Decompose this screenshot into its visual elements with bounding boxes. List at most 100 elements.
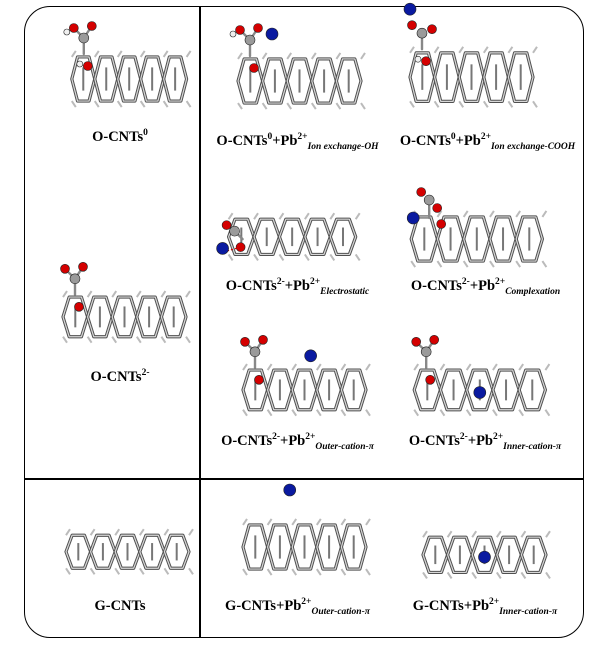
hydrogen-stub (111, 290, 118, 298)
hydrogen-stub (365, 363, 371, 371)
molecule-o-inner-cation-pi (411, 334, 551, 417)
hydrogen-stub (242, 409, 248, 417)
carbon-atom (78, 32, 90, 44)
label-plus: + (272, 133, 281, 149)
label-mechanism: Ion exchange-COOH (490, 142, 576, 152)
nanotube (227, 212, 361, 261)
label-ion: Pb (463, 133, 481, 149)
hydrogen-stub (261, 102, 268, 110)
row-divider (24, 478, 584, 480)
nanotube (408, 46, 538, 108)
oxygen-atom (221, 220, 232, 230)
hexagon-ring (163, 56, 188, 102)
oxygen-atom (60, 263, 70, 274)
hydrogen-stub (458, 100, 465, 108)
nanotube (64, 528, 194, 575)
hydrogen-stub (458, 46, 465, 54)
hydrogen-stub (162, 100, 169, 108)
label-o-inner-cation-pi: O-CNTs2-+Pb2+Inner-cation-π (390, 432, 580, 452)
molecule-complexation (406, 187, 548, 268)
hydrogen-stub (291, 363, 298, 371)
hydrogen-stub (492, 363, 498, 371)
hydrogen-stub (93, 100, 100, 108)
oxygen-atom (254, 374, 264, 385)
lead-ion (265, 27, 279, 41)
hydrogen-stub (515, 210, 521, 218)
oxygen-atom (235, 242, 246, 252)
label-base: O-CNTs (90, 369, 142, 385)
hydrogen-stub (89, 528, 96, 536)
label-plus: + (469, 278, 479, 294)
label-charge: 2- (272, 432, 281, 442)
hydrogen-stub (471, 530, 478, 538)
hydrogen-stub (436, 210, 443, 218)
hydrogen-stub (266, 568, 273, 576)
hydrogen-stub (518, 363, 524, 371)
label-charge: 0 (267, 132, 273, 142)
hydrogen-stub (65, 528, 71, 536)
label-base: O-CNTs (92, 129, 144, 145)
label-g-inner-cation-pi: G-CNTs+Pb2+Inner-cation-π (390, 597, 580, 617)
hydrogen-stub (160, 290, 167, 298)
carbon-atom (420, 346, 432, 358)
oxygen-atom (78, 261, 88, 272)
hydrogen-stub (185, 50, 192, 58)
hydrogen-stub (139, 50, 146, 58)
label-base: G-CNTs (412, 598, 464, 614)
hydrogen-stub (335, 102, 342, 110)
hexagon-ring (163, 534, 190, 569)
label-base: G-CNTs (94, 598, 146, 614)
molecule-ion-exchange-oh (229, 23, 366, 110)
label-base: O-CNTs (221, 433, 273, 449)
lead-ion (304, 349, 317, 363)
label-o-cnts-2minus: O-CNTs2- (60, 368, 180, 386)
hydrogen-stub (266, 518, 273, 526)
hydrogen-stub (541, 260, 548, 268)
hexagon-ring (329, 218, 357, 256)
hydrogen-stub (304, 212, 310, 220)
molecule-g-inner-cation-pi (421, 530, 551, 579)
hydrogen-stub (242, 568, 248, 576)
hydrogen-stub (413, 409, 420, 417)
hydrogen-stub (439, 409, 446, 417)
hydrogen-stub (315, 568, 322, 576)
hydrogen-stub (340, 409, 347, 417)
label-g-cnts: G-CNTs (60, 598, 180, 615)
hydrogen-stub (433, 100, 440, 108)
label-ion-exchange-oh: O-CNTs0+Pb2+Ion exchange-OH (205, 132, 390, 152)
hydrogen-stub (507, 100, 514, 108)
hydrogen-stub (62, 336, 68, 344)
hydrogen-stub (310, 102, 317, 110)
hydrogen-stub (422, 530, 428, 538)
molecule-ion-exchange-cooh (403, 2, 538, 108)
oxygen-atom (427, 24, 437, 35)
hexagon-ring (507, 52, 534, 102)
label-plus: + (284, 278, 294, 294)
hydrogen-stub (135, 290, 142, 298)
oxygen-atom (253, 23, 263, 33)
hydrogen-stub (291, 409, 298, 417)
hydrogen-stub (185, 100, 192, 108)
hydrogen-stub (489, 210, 495, 218)
nanotube (61, 290, 191, 344)
hydrogen-stub (462, 260, 469, 268)
hydrogen-stub (365, 568, 371, 576)
hexagon-ring (520, 536, 547, 574)
carbon-atom (416, 27, 428, 39)
label-base: O-CNTs (216, 133, 268, 149)
oxygen-atom (249, 63, 259, 73)
oxygen-atom (258, 334, 268, 345)
molecule-electrostatic (216, 212, 361, 261)
hydrogen-stub (354, 253, 361, 261)
hydrogen-stub (335, 52, 342, 60)
label-plus: + (467, 433, 477, 449)
label-electrostatic: O-CNTs2-+Pb2+Electrostatic (205, 277, 390, 297)
hydrogen-stub (544, 409, 551, 417)
hydrogen-stub (65, 567, 71, 575)
label-plus: + (276, 598, 285, 614)
hydrogen-stub (315, 363, 322, 371)
label-charge: 0 (143, 128, 148, 138)
hydrogen-stub (227, 212, 234, 220)
hydrogen-stub (93, 50, 100, 58)
label-ion: Pb (476, 433, 493, 449)
